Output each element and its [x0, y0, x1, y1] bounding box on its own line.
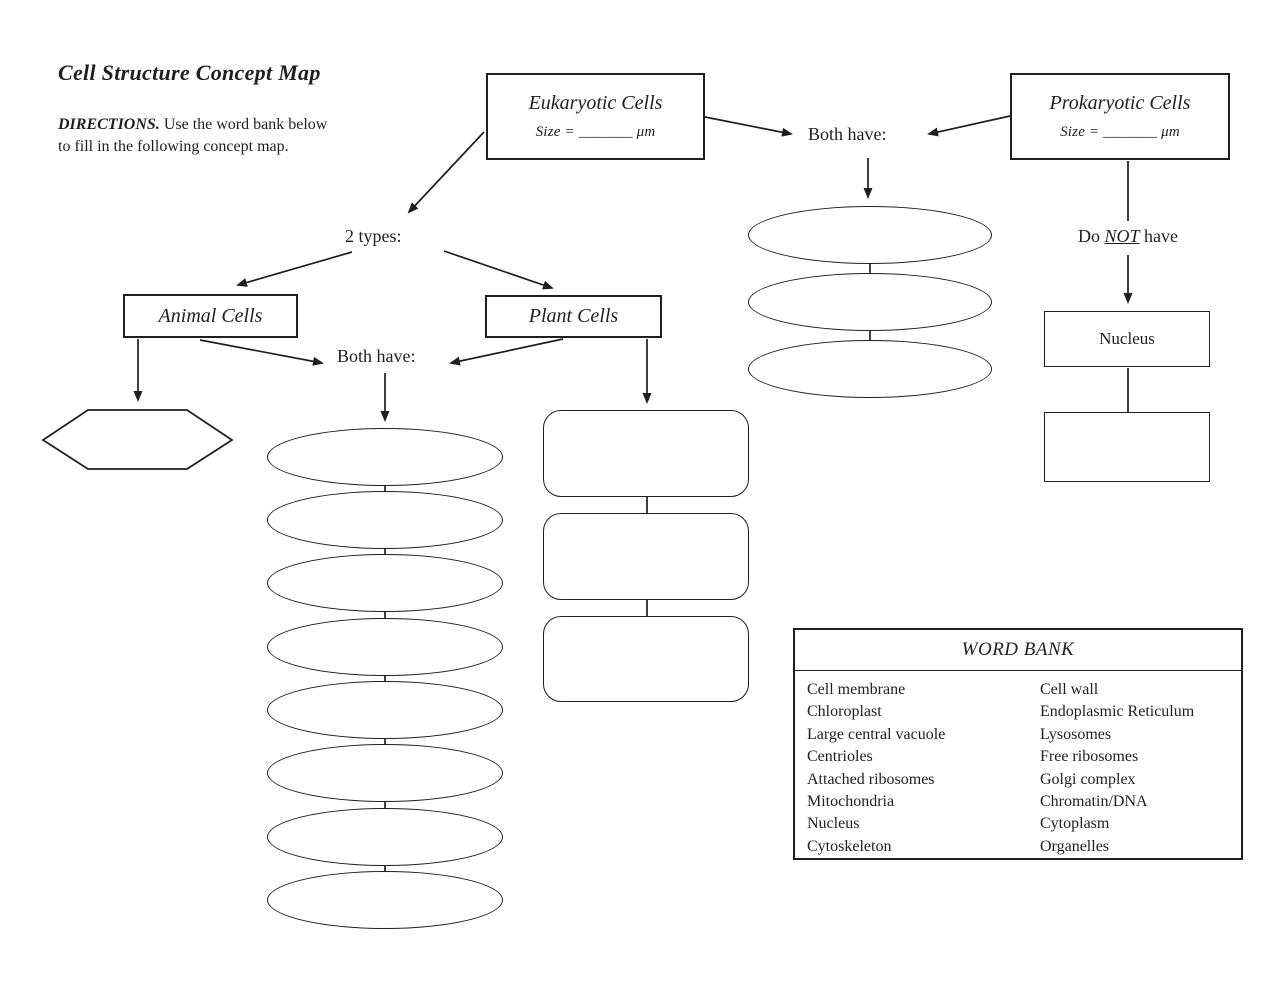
- word-bank-row: Cytoskeleton Organelles: [807, 836, 1241, 858]
- blank-hexagon-animal[interactable]: [41, 409, 234, 470]
- plant-cells-box: Plant Cells: [485, 295, 662, 338]
- word-bank-row: Nucleus Cytoplasm: [807, 813, 1241, 835]
- word-bank-row: Large central vacuole Lysosomes: [807, 724, 1241, 746]
- prokaryotic-cells-label: Prokaryotic Cells: [1049, 92, 1191, 114]
- arrow-prokaryotic-to-both-have: [927, 115, 1011, 137]
- word-bank-list: Cell membrane Cell wall Chloroplast Endo…: [795, 671, 1241, 858]
- word-bank-term: Attached ribosomes: [807, 770, 935, 788]
- word-bank-term: Large central vacuole: [807, 725, 946, 743]
- directions-text-1: Use the word bank below: [159, 116, 328, 133]
- eukaryotic-size-blank[interactable]: Size = _______ μm: [535, 124, 656, 140]
- word-bank-term: Organelles: [1040, 837, 1110, 855]
- word-bank-term: Endoplasmic Reticulum: [1040, 703, 1195, 721]
- page-title: Cell Structure Concept Map: [58, 60, 321, 85]
- word-bank-term: Nucleus: [807, 815, 860, 833]
- blank-ellipse-shared-5[interactable]: [267, 681, 503, 739]
- blank-roundrect-plant-1[interactable]: [543, 410, 749, 497]
- directions-text-2: to fill in the following concept map.: [58, 137, 289, 155]
- do-not-have-pre: Do: [1078, 226, 1105, 246]
- blank-ellipse-shared-7[interactable]: [267, 808, 503, 866]
- word-bank-term: Free ribosomes: [1040, 748, 1139, 766]
- word-bank-term: Centrioles: [807, 748, 873, 766]
- directions-label: DIRECTIONS.: [58, 116, 160, 133]
- word-bank-row: Attached ribosomes Golgi complex: [807, 769, 1241, 791]
- blank-ellipse-both-2[interactable]: [748, 273, 992, 331]
- word-bank: WORD BANK Cell membrane Cell wall Chloro…: [793, 628, 1243, 860]
- blank-ellipse-both-3[interactable]: [748, 340, 992, 398]
- eukaryotic-cells-box: Eukaryotic Cells Size = _______ μm: [486, 73, 705, 160]
- word-bank-term: Chloroplast: [807, 703, 882, 721]
- word-bank-term: Chromatin/DNA: [1040, 793, 1148, 811]
- blank-ellipse-shared-8[interactable]: [267, 871, 503, 929]
- arrow-animal-to-both-have-bottom: [199, 339, 324, 366]
- do-not-have-label: Do NOT have: [1048, 226, 1208, 247]
- word-bank-term: Cell wall: [1040, 681, 1099, 698]
- word-bank-term: Mitochondria: [807, 793, 895, 811]
- arrow-eukaryotic-to-two-types: [407, 131, 485, 214]
- animal-cells-box: Animal Cells: [123, 294, 298, 338]
- word-bank-row: Cell membrane Cell wall: [807, 679, 1241, 701]
- both-have-top-label: Both have:: [808, 124, 887, 144]
- eukaryotic-cells-label: Eukaryotic Cells: [528, 92, 663, 114]
- blank-ellipse-shared-6[interactable]: [267, 744, 503, 802]
- word-bank-title: WORD BANK: [795, 630, 1241, 671]
- blank-ellipse-both-1[interactable]: [748, 206, 992, 264]
- blank-ellipse-shared-3[interactable]: [267, 554, 503, 612]
- plant-cells-label: Plant Cells: [528, 305, 619, 327]
- blank-ellipse-shared-2[interactable]: [267, 491, 503, 549]
- arrow-two-types-to-plant: [443, 250, 554, 290]
- blank-ellipse-shared-1[interactable]: [267, 428, 503, 486]
- word-bank-term: Golgi complex: [1040, 770, 1136, 788]
- do-not-have-emphasis: NOT: [1104, 226, 1140, 246]
- arrow-two-types-to-animal: [236, 251, 353, 287]
- blank-box-prokaryotic[interactable]: [1044, 412, 1210, 482]
- animal-cells-label: Animal Cells: [158, 304, 263, 327]
- prokaryotic-size-blank[interactable]: Size = _______ μm: [1060, 124, 1180, 140]
- nucleus-box: Nucleus: [1044, 311, 1210, 367]
- word-bank-term: Cell membrane: [807, 681, 906, 698]
- arrow-plant-to-both-have-bottom: [449, 338, 564, 366]
- blank-ellipse-shared-4[interactable]: [267, 618, 503, 676]
- word-bank-row: Chloroplast Endoplasmic Reticulum: [807, 701, 1241, 723]
- word-bank-term: Lysosomes: [1040, 725, 1112, 743]
- prokaryotic-cells-box: Prokaryotic Cells Size = _______ μm: [1010, 73, 1230, 160]
- arrow-eukaryotic-to-both-have: [704, 116, 793, 137]
- do-not-have-post: have: [1139, 226, 1178, 246]
- directions: DIRECTIONS. Use the word bank below to f…: [58, 114, 408, 157]
- two-types-label: 2 types:: [345, 226, 402, 246]
- word-bank-row: Mitochondria Chromatin/DNA: [807, 791, 1241, 813]
- word-bank-term: Cytoplasm: [1040, 815, 1110, 833]
- nucleus-label: Nucleus: [1099, 329, 1155, 348]
- blank-roundrect-plant-2[interactable]: [543, 513, 749, 600]
- word-bank-term: Cytoskeleton: [807, 837, 892, 855]
- directions-line-1: DIRECTIONS. Use the word bank below: [58, 114, 408, 136]
- both-have-bottom-label: Both have:: [337, 346, 416, 366]
- blank-roundrect-plant-3[interactable]: [543, 616, 749, 702]
- word-bank-row: Centrioles Free ribosomes: [807, 746, 1241, 768]
